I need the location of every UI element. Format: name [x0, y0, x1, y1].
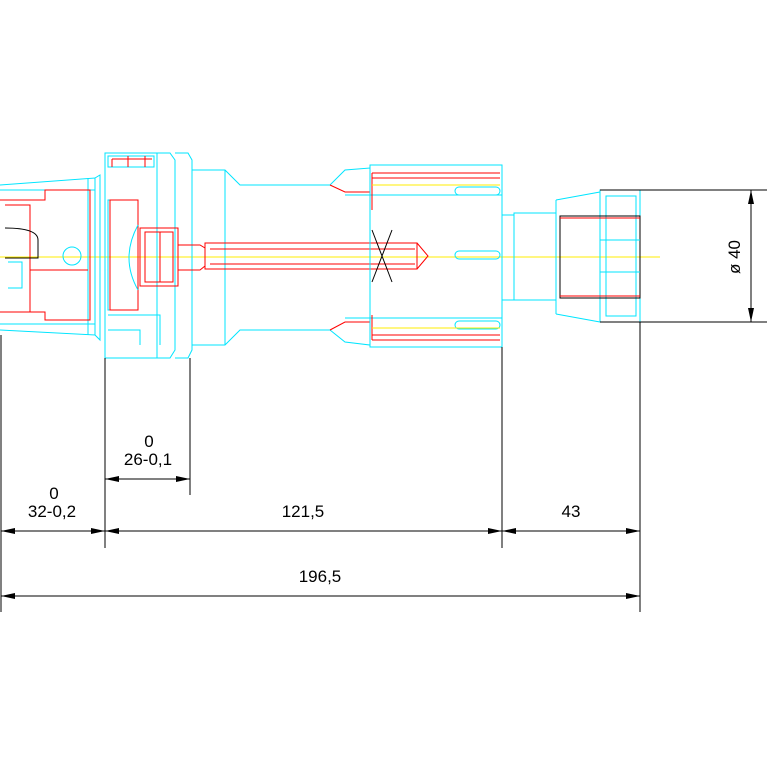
dim-196-5: 196,5	[299, 567, 342, 586]
dim-32-lower: 32-0,2	[28, 502, 76, 521]
dim-diameter-40: ø 40	[725, 240, 744, 274]
dimension-lines	[0, 189, 767, 612]
chuck-nut	[345, 164, 503, 348]
dim-32-upper: 0	[49, 484, 58, 503]
dim-121-5: 121,5	[282, 502, 325, 521]
extension-piece	[501, 191, 601, 323]
dim-26-lower: 26-0,1	[124, 450, 172, 469]
dim-43: 43	[562, 502, 581, 521]
holder-flange	[94, 152, 193, 359]
holder-body	[139, 167, 429, 346]
holder-shank	[0, 177, 96, 336]
dim-26-upper: 0	[144, 432, 153, 451]
tool-end	[559, 189, 641, 323]
